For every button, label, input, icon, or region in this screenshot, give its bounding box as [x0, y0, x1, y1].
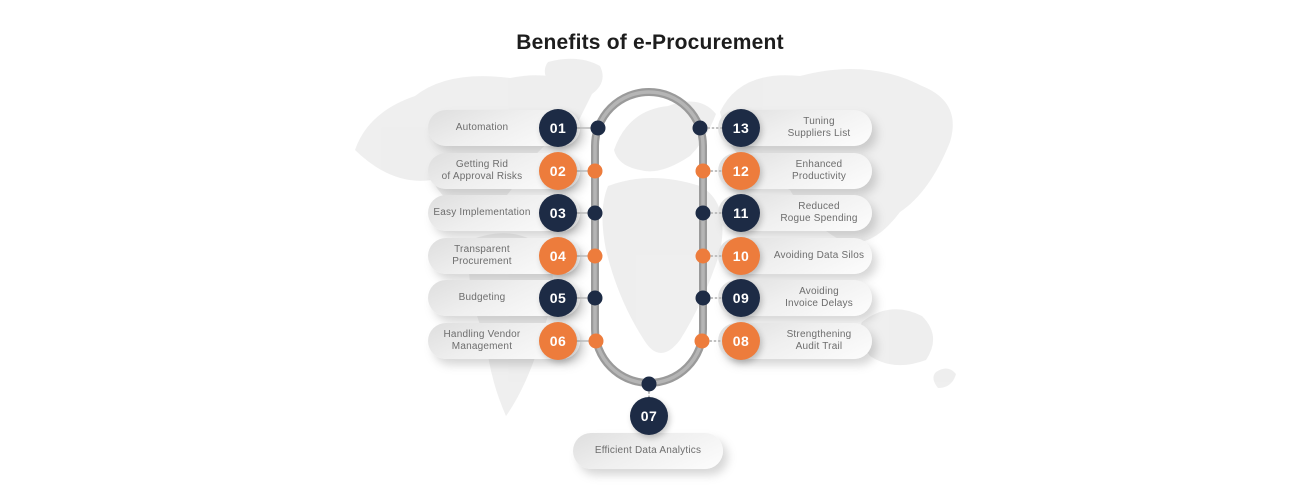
- number-badge-13: 13: [722, 109, 760, 147]
- number-badge-09: 09: [722, 279, 760, 317]
- loop-dot: [694, 333, 710, 349]
- loop-dot: [695, 205, 711, 221]
- loop-dot: [695, 290, 711, 306]
- benefit-label: Transparent Procurement: [452, 244, 512, 267]
- number-badge-05: 05: [539, 279, 577, 317]
- loop-dot: [587, 290, 603, 306]
- number-badge-10: 10: [722, 237, 760, 275]
- loop-path-highlight: [593, 90, 705, 385]
- benefit-label: Getting Rid of Approval Risks: [441, 159, 523, 182]
- number-badge-08: 08: [722, 322, 760, 360]
- loop-dot: [695, 248, 711, 264]
- benefit-label: Reduced Rogue Spending: [780, 201, 858, 224]
- loop-dot: [692, 120, 708, 136]
- number-badge-11: 11: [722, 194, 760, 232]
- number-badge-12: 12: [722, 152, 760, 190]
- loop-dot: [695, 163, 711, 179]
- loop-dot: [588, 333, 604, 349]
- benefit-label: Automation: [455, 122, 509, 133]
- loop-path: [591, 88, 707, 387]
- loop-dot: [587, 248, 603, 264]
- number-badge-03: 03: [539, 194, 577, 232]
- benefit-pill-efficient-data-analytics: Efficient Data Analytics: [573, 433, 723, 469]
- benefit-label: Avoiding Invoice Delays: [785, 286, 853, 309]
- loop-dot: [641, 376, 657, 392]
- number-badge-06: 06: [539, 322, 577, 360]
- number-badge-01: 01: [539, 109, 577, 147]
- number-badge-04: 04: [539, 237, 577, 275]
- loop-dot: [587, 205, 603, 221]
- benefit-label: Easy Implementation: [433, 207, 531, 218]
- benefit-label: Avoiding Data Silos: [773, 250, 865, 261]
- loop-dot: [590, 120, 606, 136]
- benefit-label: Strengthening Audit Trail: [786, 329, 852, 352]
- benefit-label: Tuning Suppliers List: [787, 116, 851, 139]
- benefit-label: Efficient Data Analytics: [594, 445, 702, 456]
- loop-dot: [587, 163, 603, 179]
- page-title: Benefits of e-Procurement: [516, 31, 784, 54]
- number-badge-07: 07: [630, 397, 668, 435]
- benefit-label: Enhanced Productivity: [791, 159, 847, 182]
- benefit-label: Handling Vendor Management: [443, 329, 521, 352]
- number-badge-02: 02: [539, 152, 577, 190]
- benefit-label: Budgeting: [458, 292, 506, 303]
